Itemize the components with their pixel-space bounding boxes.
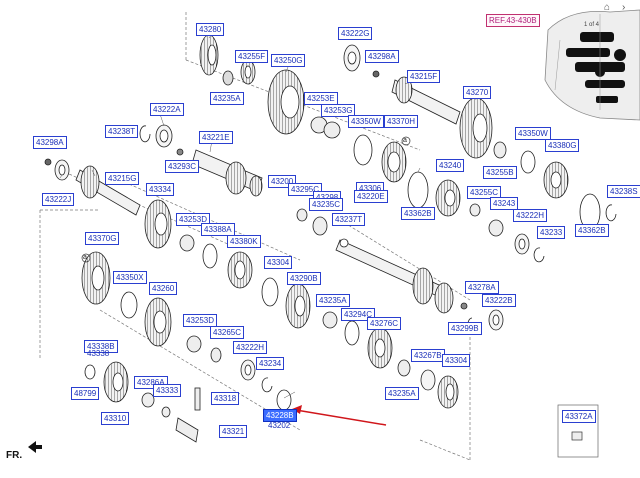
part-label-43221e[interactable]: 43221E <box>199 131 233 144</box>
page-indicator: 1 of 4 <box>584 22 600 28</box>
part-label-43304[interactable]: 43304 <box>442 354 471 367</box>
part-label-43265c[interactable]: 43265C <box>210 326 245 339</box>
part-label-43222a[interactable]: 43222A <box>150 103 184 116</box>
part-label-43222j[interactable]: 43222J <box>42 193 75 206</box>
part-label-43238t[interactable]: 43238T <box>105 125 139 138</box>
part-label-43220e[interactable]: 43220E <box>354 190 388 203</box>
part-label-43362b[interactable]: 43362B <box>401 207 435 220</box>
reference-marker-a: a <box>403 137 407 144</box>
part-label-43222h[interactable]: 43222H <box>513 209 548 222</box>
part-label-43260[interactable]: 43260 <box>149 282 178 295</box>
part-label-43280[interactable]: 43280 <box>196 23 225 36</box>
part-label-43290b[interactable]: 43290B <box>287 272 321 285</box>
part-label-43299b[interactable]: 43299B <box>448 322 482 335</box>
home-icon[interactable]: ⌂ <box>604 2 611 13</box>
part-label-43215f[interactable]: 43215F <box>407 70 441 83</box>
part-label-43240[interactable]: 43240 <box>436 159 465 172</box>
part-label-43370g[interactable]: 43370G <box>85 232 120 245</box>
part-label-43298a[interactable]: 43298A <box>33 136 67 149</box>
part-label-43250g[interactable]: 43250G <box>271 54 306 67</box>
part-label-43350w[interactable]: 43350W <box>515 127 551 140</box>
part-label-43233[interactable]: 43233 <box>537 226 566 239</box>
part-label-43253g[interactable]: 43253G <box>321 104 356 117</box>
part-label-43237t[interactable]: 43237T <box>332 213 366 226</box>
part-label-43235a[interactable]: 43235A <box>385 387 419 400</box>
part-label-43294c[interactable]: 43294C <box>341 308 376 321</box>
part-label-43370h[interactable]: 43370H <box>384 115 419 128</box>
part-label-43318[interactable]: 43318 <box>211 392 240 405</box>
part-label-43388a[interactable]: 43388A <box>201 223 235 236</box>
part-label-43304[interactable]: 43304 <box>264 256 293 269</box>
part-label-43350w[interactable]: 43350W <box>348 115 384 128</box>
part-label-43238s[interactable]: 43238S <box>607 185 640 198</box>
part-label-43253e[interactable]: 43253E <box>304 92 338 105</box>
part-label-43234[interactable]: 43234 <box>256 357 285 370</box>
ref-label[interactable]: REF.43-430B <box>486 14 540 27</box>
part-label-43270[interactable]: 43270 <box>463 86 492 99</box>
part-label-43255b[interactable]: 43255B <box>483 166 517 179</box>
part-label-43222g[interactable]: 43222G <box>338 27 373 40</box>
part-label-43222h[interactable]: 43222H <box>233 341 268 354</box>
part-label-43293c[interactable]: 43293C <box>165 160 200 173</box>
transmission-housing-thumbnail <box>544 9 640 121</box>
part-label-43276c[interactable]: 43276C <box>367 317 402 330</box>
part-label-43334[interactable]: 43334 <box>146 183 175 196</box>
part-label-43235a[interactable]: 43235A <box>210 92 244 105</box>
part-label-43362b[interactable]: 43362B <box>575 224 609 237</box>
part-label-43253d[interactable]: 43253D <box>183 314 218 327</box>
part-label-43338b[interactable]: 43338B <box>84 340 118 353</box>
part-label-43235c[interactable]: 43235C <box>309 198 344 211</box>
part-label-43215g[interactable]: 43215G <box>105 172 140 185</box>
part-label-43338[interactable]: 43338 <box>87 349 110 358</box>
part-label-43310[interactable]: 43310 <box>101 412 130 425</box>
part-label-43267b[interactable]: 43267B <box>411 349 445 362</box>
gear-parts <box>44 34 617 443</box>
part-label-48799[interactable]: 48799 <box>71 387 100 400</box>
reference-marker-a: a <box>83 254 87 261</box>
part-label-43321[interactable]: 43321 <box>219 425 248 438</box>
part-label-43350x[interactable]: 43350X <box>113 271 147 284</box>
part-label-43235a[interactable]: 43235A <box>316 294 350 307</box>
next-icon[interactable]: › <box>622 2 626 13</box>
highlight-arrow <box>295 409 387 426</box>
part-label-43202[interactable]: 43202 <box>268 421 291 430</box>
part-label-43380g[interactable]: 43380G <box>545 139 580 152</box>
part-label-43222b[interactable]: 43222B <box>482 294 516 307</box>
part-label-43243[interactable]: 43243 <box>490 197 519 210</box>
part-label-43333[interactable]: 43333 <box>153 384 182 397</box>
direction-label: FR. <box>6 450 23 461</box>
part-label-43255f[interactable]: 43255F <box>235 50 269 63</box>
part-label-43253d[interactable]: 43253D <box>176 213 211 226</box>
part-label-43228b-highlighted[interactable]: 43228B <box>263 409 297 422</box>
part-label-43255c[interactable]: 43255C <box>467 186 502 199</box>
part-label-43298a[interactable]: 43298A <box>365 50 399 63</box>
part-label-43278a[interactable]: 43278A <box>465 281 499 294</box>
part-label-43372a[interactable]: 43372A <box>562 410 596 423</box>
part-label-43380k[interactable]: 43380K <box>227 235 261 248</box>
